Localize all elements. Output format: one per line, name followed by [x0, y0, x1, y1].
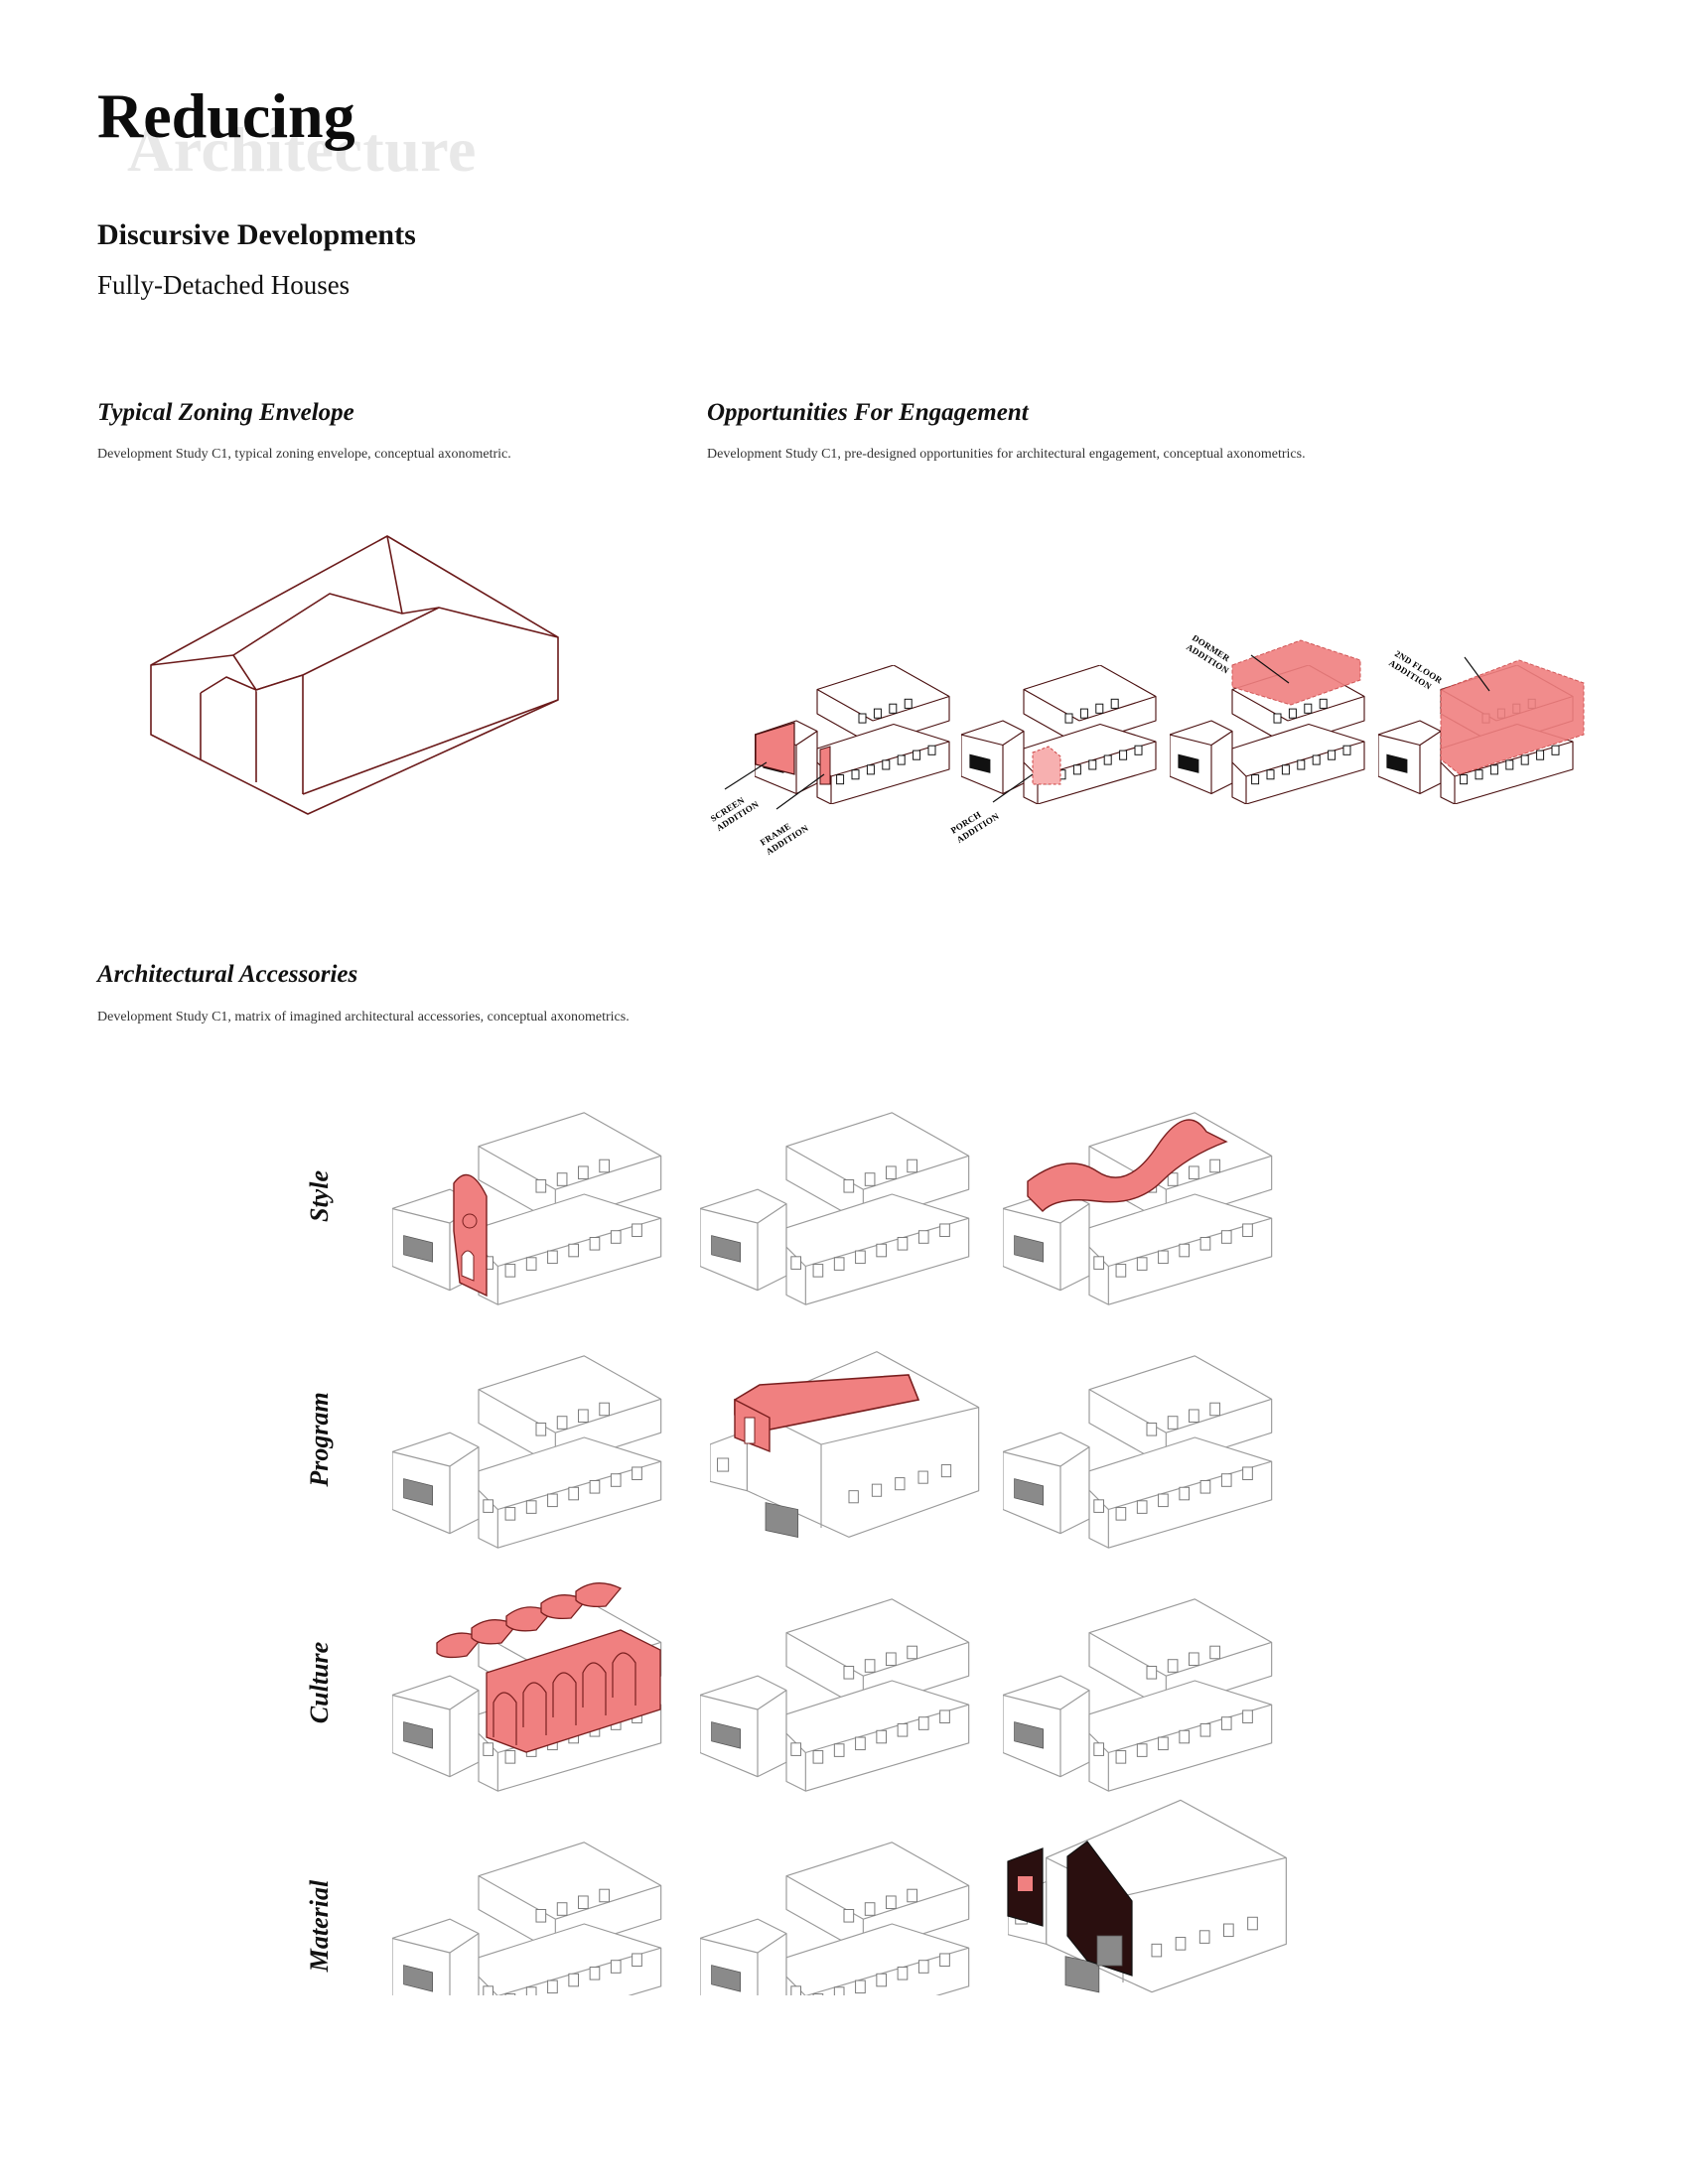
engagement-house-porch: PORCH ADDITION: [949, 665, 1157, 845]
accessories-matrix: [392, 1112, 1287, 1995]
engagement-caption: Development Study C1, pre-designed oppor…: [707, 447, 1306, 462]
engagement-figures: SCREEN ADDITION FRAME ADDITION PORCH ADD…: [709, 635, 1585, 857]
engagement-house-dormer: DORMER ADDITION: [1170, 635, 1365, 804]
matrix-material-1: [392, 1842, 662, 1995]
page-title: Reducing: [97, 80, 355, 151]
matrix-program-3: [1003, 1355, 1273, 1549]
matrix-program-2: [710, 1351, 980, 1539]
matrix-style-1: [392, 1112, 662, 1305]
zoning-envelope-figure: [150, 535, 559, 815]
engagement-house-screen-frame: SCREEN ADDITION FRAME ADDITION: [709, 665, 950, 857]
title-block: Architecture Reducing: [97, 79, 693, 189]
section-title: Discursive Developments: [97, 218, 416, 251]
matrix-culture-1: [392, 1582, 662, 1792]
accessories-caption: Development Study C1, matrix of imagined…: [97, 1010, 630, 1024]
zoning-caption: Development Study C1, typical zoning env…: [97, 447, 511, 462]
engagement-house-second-floor: 2ND FLOOR ADDITION: [1378, 648, 1585, 804]
row-label-program: Program: [305, 1392, 334, 1487]
row-label-material: Material: [305, 1879, 334, 1973]
matrix-style-2: [700, 1112, 970, 1305]
accessories-heading: Architectural Accessories: [97, 961, 358, 988]
zoning-heading: Typical Zoning Envelope: [97, 399, 354, 426]
section-subtitle: Fully-Detached Houses: [97, 270, 351, 300]
matrix-culture-2: [700, 1598, 970, 1792]
title-ghost-text: Architecture: [127, 114, 477, 185]
matrix-style-3: [1003, 1112, 1273, 1305]
row-label-style: Style: [305, 1170, 334, 1222]
matrix-material-2: [700, 1842, 970, 1995]
matrix-material-3: [1007, 1799, 1287, 1993]
matrix-culture-3: [1003, 1598, 1273, 1792]
engagement-heading: Opportunities For Engagement: [707, 399, 1029, 426]
matrix-program-1: [392, 1355, 662, 1549]
row-label-culture: Culture: [305, 1641, 334, 1724]
